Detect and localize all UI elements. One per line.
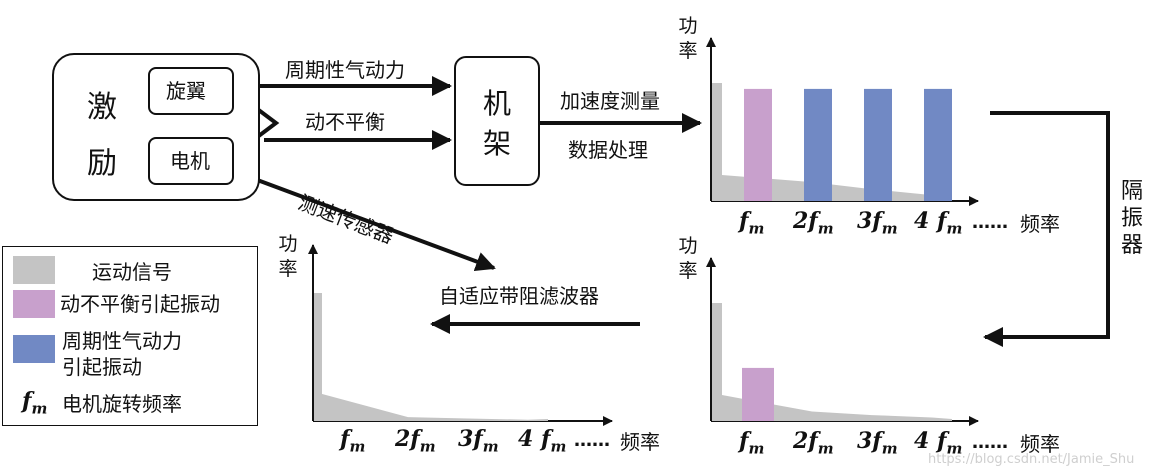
chart2-bars — [712, 303, 952, 421]
rotor-box — [148, 67, 234, 115]
arrow-to-filter — [235, 170, 496, 272]
watermark: https://blog.csdn.net/Jamie_Shu — [928, 452, 1135, 467]
chart1-tick-2: 2fm — [793, 208, 834, 238]
imbalance-bar — [742, 367, 774, 421]
aero-bar — [864, 88, 892, 201]
chart1-ellipsis: …… — [972, 212, 1008, 233]
legend-swatch-imbalance — [13, 290, 55, 318]
chart3-ylabel: 功率 — [278, 233, 298, 280]
chart1-tick-3: 3fm — [857, 208, 898, 238]
chart3-tick-2: 2fm — [395, 426, 436, 456]
label-isolation: 隔振器 — [1120, 179, 1143, 258]
motor-box — [148, 137, 234, 185]
chart2-ellipsis: …… — [972, 432, 1008, 453]
motor-label: 电机 — [170, 149, 210, 173]
motion-decay — [314, 392, 548, 421]
chart3-ellipsis: …… — [574, 430, 610, 451]
chart3-axes — [308, 244, 613, 426]
chart3-tick-1: fm — [340, 426, 366, 456]
imbalance-bar — [744, 88, 772, 201]
chart1-bars — [712, 83, 952, 201]
frame-label: 机架 — [482, 87, 511, 160]
chart1-tick-1: fm — [739, 208, 765, 238]
motion-spike — [712, 83, 722, 201]
label-filter: 自适应带阻滤波器 — [439, 284, 599, 308]
chart3-tick-3: 3fm — [458, 426, 499, 456]
aero-bar — [804, 88, 832, 201]
chart1-tick-4: 4 fm — [914, 208, 963, 238]
legend-swatch-aero — [13, 335, 55, 363]
legend-label-imbalance: 动不平衡引起振动 — [60, 292, 220, 316]
chart1-xlabel: 频率 — [1020, 212, 1060, 236]
chart2-tick-1: fm — [739, 428, 765, 458]
chart2-ylabel: 功率 — [678, 235, 698, 282]
motion-spike — [314, 293, 322, 421]
legend-label-aero: 周期性气动力 引起振动 — [62, 329, 182, 379]
chart2-tick-2: 2fm — [793, 428, 834, 458]
label-data-processing: 数据处理 — [568, 138, 648, 162]
label-imbalance: 动不平衡 — [305, 110, 385, 134]
chart3-bars — [314, 293, 548, 421]
legend-fm-label: 电机旋转频率 — [62, 392, 182, 416]
label-aero-force: 周期性气动力 — [285, 58, 405, 82]
aero-bar — [924, 88, 952, 201]
chart3-tick-4: 4 fm — [518, 426, 567, 456]
excitation-title: 激励 — [87, 90, 117, 181]
motion-spike — [712, 303, 722, 421]
legend-label-motion: 运动信号 — [92, 260, 172, 284]
arrow-isolation — [983, 111, 1110, 347]
rotor-label: 旋翼 — [166, 79, 206, 103]
chart3-xlabel: 频率 — [620, 430, 660, 454]
legend-swatch-motion — [13, 256, 55, 284]
chart2-tick-3: 3fm — [857, 428, 898, 458]
chart1-ylabel: 功率 — [678, 15, 698, 62]
chart2-tick-4: 4 fm — [914, 428, 963, 458]
frame-box — [454, 56, 540, 186]
chart2-xlabel: 频率 — [1020, 432, 1060, 456]
legend-fm-symbol: fm — [22, 388, 48, 418]
label-accel-measure: 加速度测量 — [560, 89, 660, 113]
